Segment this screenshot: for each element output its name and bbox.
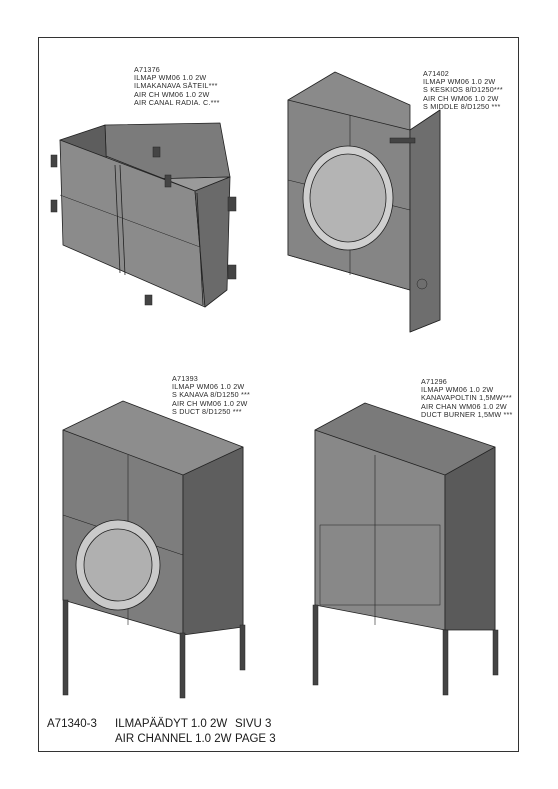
part-line: KANAVAPOLTIN 1,5MW***	[421, 393, 512, 403]
part-line: S KANAVA 8/D1250 ***	[172, 390, 251, 400]
title-block: A71340-3 ILMAPÄÄDYT 1.0 2W SIVU 3 AIR CH…	[47, 717, 276, 747]
part-line: ILMAP WM06 1.0 2W	[421, 385, 494, 395]
part-line: ILMAP WM06 1.0 2W	[423, 77, 496, 87]
assembly-label-2: A71402 ILMAP WM06 1.0 2W S KESKIOS 8/D12…	[423, 69, 503, 111]
assembly-label-1: A71376 ILMAP WM06 1.0 2W ILMAKANAVA SÄTE…	[134, 65, 220, 107]
assembly-label-3: A71393 ILMAP WM06 1.0 2W S KANAVA 8/D125…	[172, 374, 251, 416]
part-line: AIR CHAN WM06 1.0 2W	[421, 401, 507, 411]
part-line: AIR CH WM06 1.0 2W	[423, 93, 499, 103]
part-line: S DUCT 8/D1250 ***	[172, 406, 242, 416]
part-number: A71296	[421, 377, 447, 386]
part-line: ILMAP WM06 1.0 2W	[134, 73, 207, 83]
part-number: A71402	[423, 69, 449, 78]
part-line: AIR CH WM06 1.0 2W	[134, 89, 210, 99]
title-english: AIR CHANNEL 1.0 2W	[115, 733, 232, 745]
part-line: S MIDDLE 8/D1250 ***	[423, 101, 501, 111]
s-middle-drawing	[287, 71, 441, 333]
part-line: DUCT BURNER 1,5MW ***	[421, 409, 513, 419]
part-number: A71376	[134, 65, 160, 74]
s-duct-drawing	[62, 400, 246, 699]
part-line: AIR CH WM06 1.0 2W	[172, 398, 248, 408]
part-line: ILMAP WM06 1.0 2W	[172, 382, 245, 392]
air-canal-radial-drawing	[50, 122, 237, 308]
page-finnish: SIVU 3	[235, 718, 272, 730]
assembly-label-4: A71296 ILMAP WM06 1.0 2W KANAVAPOLTIN 1,…	[421, 377, 513, 419]
drawing-code: A71340-3	[47, 718, 97, 730]
part-line: AIR CANAL RADIA. C.***	[134, 97, 220, 107]
page-english: PAGE 3	[235, 733, 276, 745]
part-line: S KESKIOS 8/D1250***	[423, 85, 503, 95]
part-number: A71393	[172, 374, 198, 383]
duct-burner-drawing	[312, 402, 499, 696]
part-line: ILMAKANAVA SÄTEIL***	[134, 81, 218, 91]
drawing-frame	[38, 37, 519, 752]
title-finnish: ILMAPÄÄDYT 1.0 2W	[115, 718, 228, 730]
